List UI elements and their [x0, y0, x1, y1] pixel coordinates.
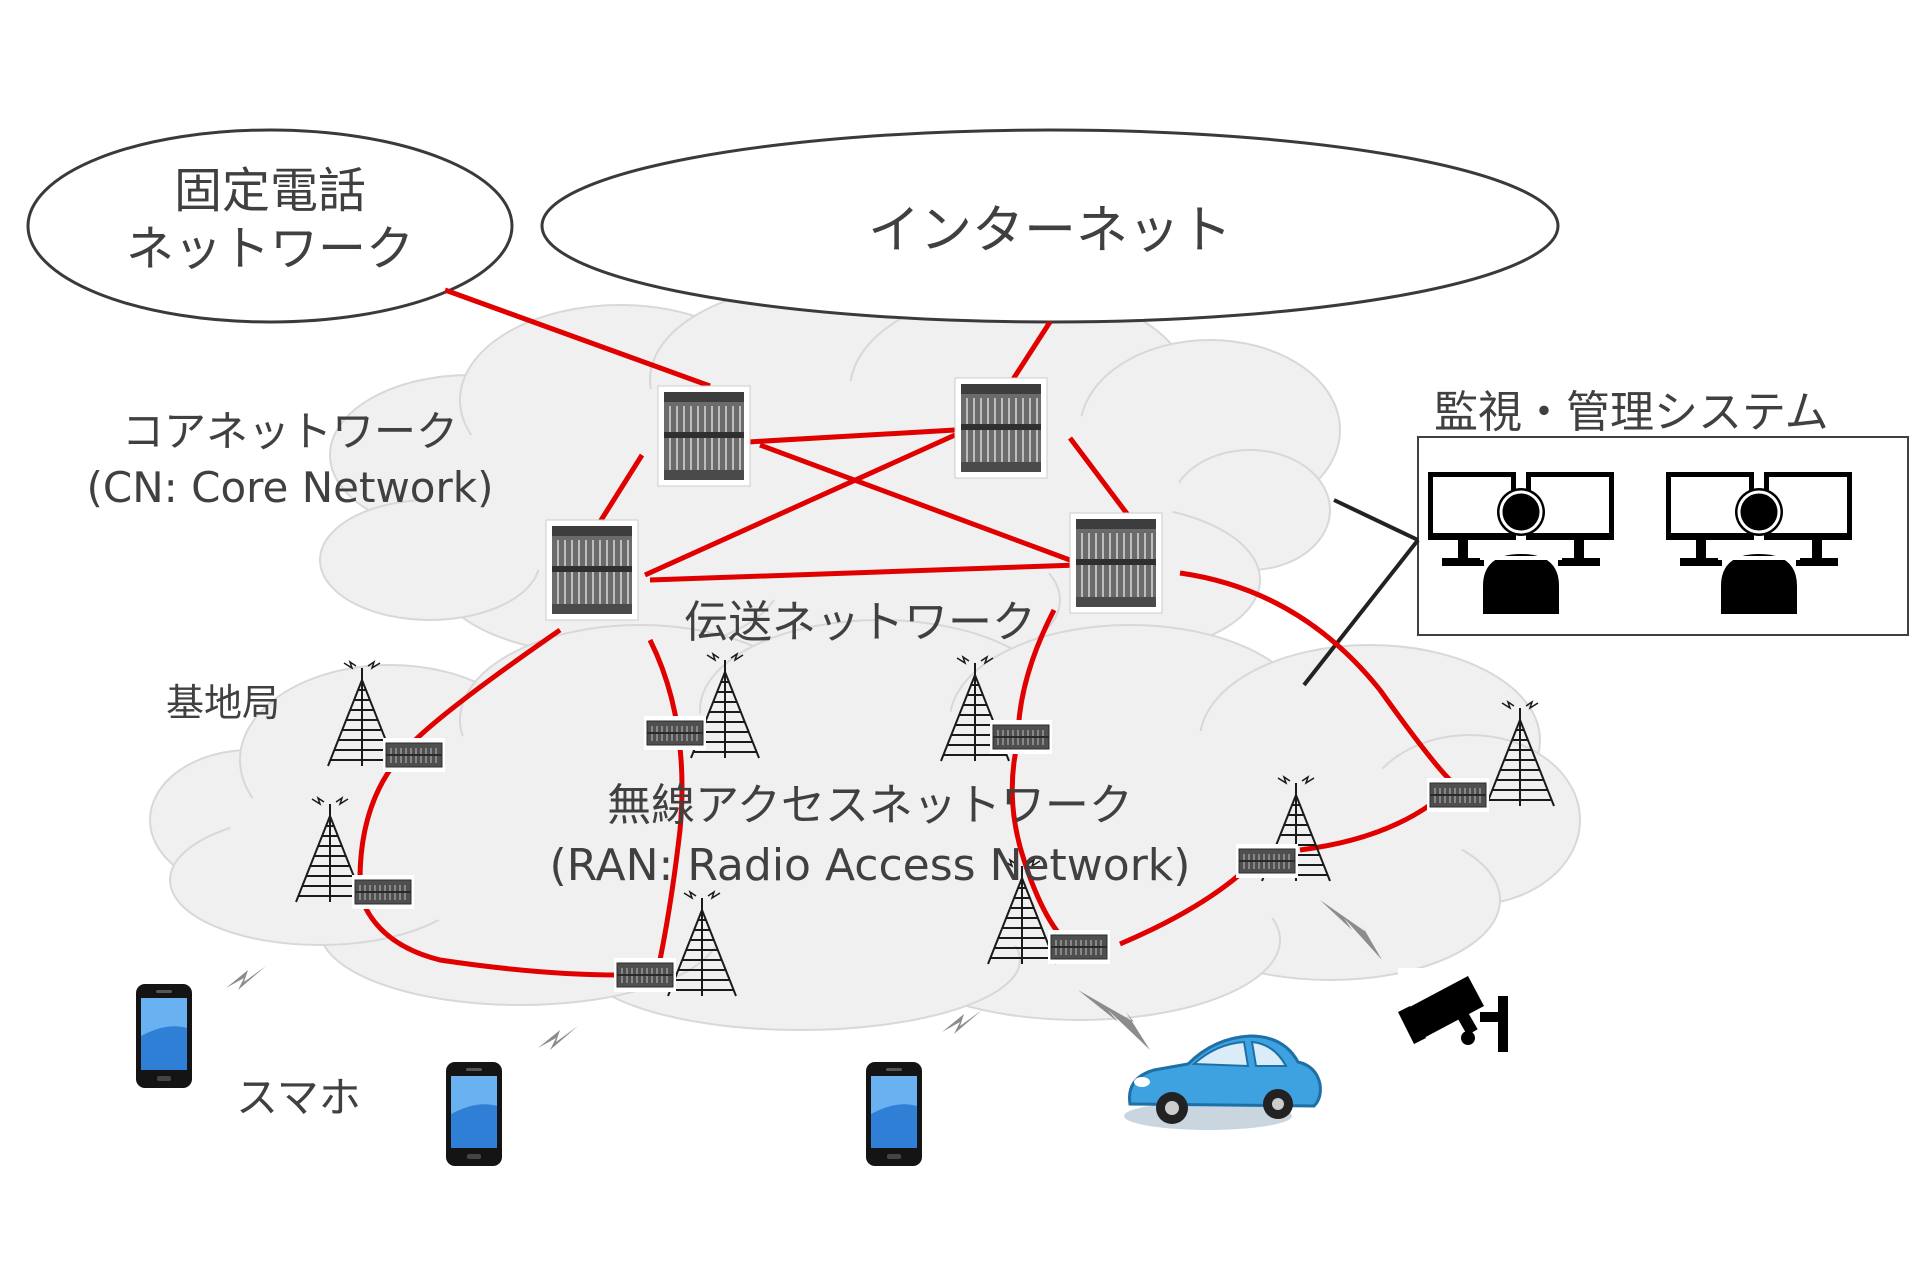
- transport-network-label: 伝送ネットワーク: [684, 597, 1036, 648]
- wireless-bolt-icon: [538, 1026, 578, 1050]
- ran-label: 無線アクセスネットワーク (RAN: Radio Access Network): [549, 780, 1191, 891]
- core-router-icon: [657, 385, 751, 487]
- smartphone-icon: [446, 1062, 502, 1166]
- network-links: [357, 287, 1452, 978]
- internet-label: インターネット: [867, 201, 1232, 261]
- radio-unit-icon: [1047, 929, 1111, 965]
- monitoring-system-label: 監視・管理システム: [1434, 387, 1829, 438]
- smartphone-label: スマホ: [236, 1073, 361, 1122]
- radio-unit-icon: [613, 957, 677, 993]
- smartphone-icon: [866, 1062, 922, 1166]
- radio-unit-icon: [643, 715, 707, 751]
- radio-unit-icon: [382, 737, 446, 773]
- security-camera-icon: [1398, 968, 1518, 1062]
- base-station-label: 基地局: [166, 681, 281, 725]
- core-router-icon: [954, 377, 1048, 479]
- core-network-cloud: [319, 284, 1341, 681]
- core-network-label: コアネットワーク (CN: Core Network): [86, 407, 494, 512]
- car-icon: [1124, 1034, 1322, 1130]
- core-router-icon: [1069, 512, 1163, 614]
- smartphone-icon: [136, 984, 192, 1088]
- radio-unit-icon: [1426, 777, 1490, 813]
- wireless-bolt-icon: [226, 966, 266, 990]
- monitoring-link: [1302, 498, 1420, 687]
- radio-access-network-cloud: [149, 619, 1581, 1031]
- fixed-phone-network-ellipse: [26, 128, 514, 324]
- fixed-phone-network-label: 固定電話 ネットワーク: [125, 163, 414, 277]
- radio-unit-icon: [351, 874, 415, 910]
- radio-unit-icon: [1235, 843, 1299, 879]
- radio-unit-icon: [989, 719, 1053, 755]
- wireless-bolt-icon: [942, 1010, 982, 1034]
- core-router-icon: [545, 519, 639, 621]
